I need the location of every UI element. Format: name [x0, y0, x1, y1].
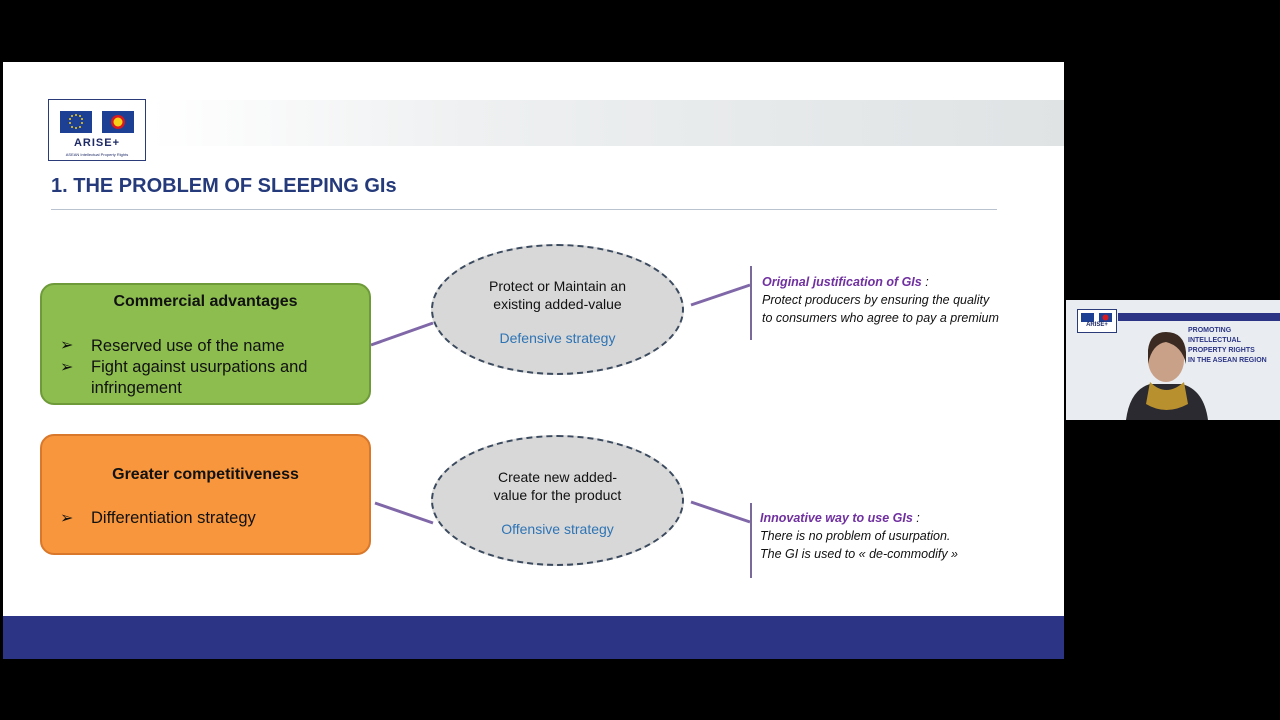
webcam-logo: ARISE+	[1077, 309, 1117, 333]
page-title: 1. THE PROBLEM OF SLEEPING GIs	[51, 175, 397, 197]
box-title: Greater competitiveness	[112, 466, 299, 483]
ellipse-text-line: existing added-value	[493, 296, 622, 312]
note-heading: Innovative way to use GIs	[760, 511, 913, 525]
eu-flag-icon	[60, 111, 92, 133]
note-line: The GI is used to « de-commodify »	[760, 547, 959, 561]
webcam-header-band	[1118, 313, 1280, 321]
connector-line	[374, 501, 434, 525]
connector-line	[690, 283, 751, 307]
note-heading-colon: :	[912, 511, 920, 525]
defensive-strategy-ellipse: Protect or Maintain an existing added-va…	[431, 244, 684, 375]
asean-flag-icon	[1099, 313, 1112, 322]
title-divider	[51, 209, 997, 210]
note-original-justification: Original justification of GIs : Protect …	[762, 273, 999, 327]
footer-band	[3, 616, 1064, 659]
eu-flag-icon	[1081, 313, 1094, 322]
banner-line: PROPERTY RIGHTS	[1188, 347, 1255, 354]
logo-name: ARISE+	[73, 137, 121, 149]
logo-subtitle: ASEAN Intellectual Property Rights	[65, 152, 129, 157]
note-line: to consumers who agree to pay a premium	[762, 311, 999, 325]
ellipse-text-line: value for the product	[493, 487, 622, 503]
note-heading: Original justification of GIs	[762, 275, 922, 289]
header-band	[151, 100, 1064, 146]
note-bracket	[750, 266, 752, 340]
bullet-arrow-icon: ➢	[60, 359, 74, 376]
note-line: Protect producers by ensuring the qualit…	[762, 293, 990, 307]
ellipse-text-line: Protect or Maintain an	[489, 278, 626, 294]
strategy-label: Defensive strategy	[499, 330, 616, 346]
bullet-arrow-icon: ➢	[60, 510, 74, 527]
arise-logo: ARISE+ ASEAN Intellectual Property Right…	[48, 99, 146, 161]
note-bracket	[750, 503, 752, 578]
webcam-logo-name: ARISE+	[1086, 322, 1108, 328]
bullet-text: Fight against usurpations and infringeme…	[91, 358, 308, 397]
connector-line	[370, 321, 434, 347]
commercial-advantages-box: Commercial advantages ➢ Reserved use of …	[40, 283, 371, 405]
presenter-video	[1126, 332, 1208, 420]
greater-competitiveness-box: Greater competitiveness ➢ Differentiatio…	[40, 434, 371, 555]
webcam-banner-text: PROMOTING INTELLECTUAL PROPERTY RIGHTS I…	[1188, 326, 1267, 366]
connector-lines	[370, 283, 751, 525]
offensive-strategy-ellipse: Create new added- value for the product …	[431, 435, 684, 566]
bullet-text: Differentiation strategy	[91, 509, 256, 527]
connector-line	[690, 500, 751, 524]
asean-flag-icon	[102, 111, 134, 133]
banner-line: IN THE ASEAN REGION	[1188, 357, 1267, 364]
banner-line: INTELLECTUAL	[1188, 337, 1241, 344]
note-line: There is no problem of usurpation.	[760, 529, 951, 543]
box-title: Commercial advantages	[113, 293, 298, 310]
note-innovative-way: Innovative way to use GIs : There is no …	[760, 509, 958, 563]
bullet-arrow-icon: ➢	[60, 337, 74, 354]
strategy-label: Offensive strategy	[501, 521, 614, 537]
ellipse-text-line: Create new added-	[497, 469, 618, 485]
bullet-text: Reserved use of the name	[91, 337, 285, 355]
note-heading-colon: :	[921, 275, 929, 289]
webcam-video-tile[interactable]: ARISE+ PROMOTING INTELLECTUAL PROPERTY R…	[1066, 300, 1280, 420]
presentation-slide: ARISE+ ASEAN Intellectual Property Right…	[3, 62, 1064, 659]
banner-line: PROMOTING	[1188, 327, 1232, 334]
